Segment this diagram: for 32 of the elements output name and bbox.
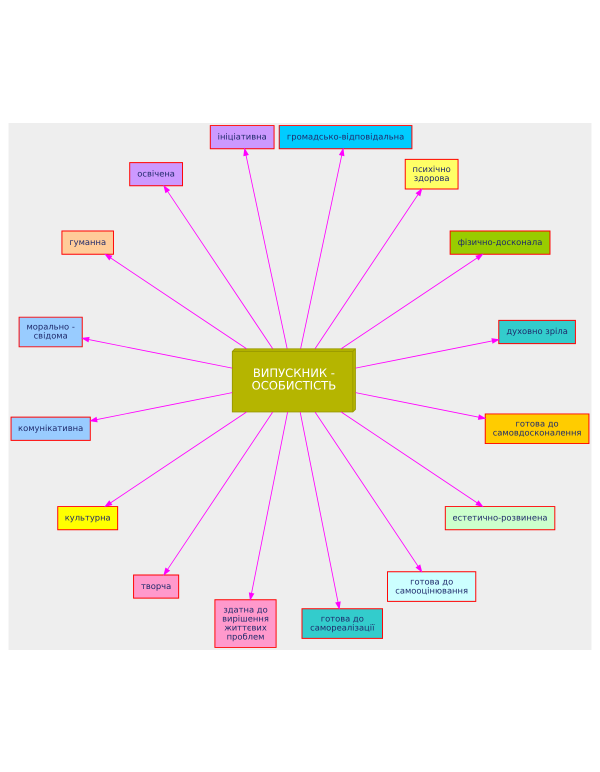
arrow: [104, 253, 247, 349]
node-box: морально - свідома: [18, 316, 83, 347]
node-box: психічно здорова: [404, 158, 459, 189]
node-box: освічена: [129, 162, 183, 186]
node-box: ініціативна: [210, 124, 275, 149]
node-box: готова до самооцінювання: [387, 570, 476, 602]
node-box: здатна до вирішення життєвих проблем: [214, 598, 277, 648]
node-box: естетично-розвинена: [444, 506, 556, 530]
arrow: [163, 411, 274, 576]
node-box: готова до самореалізації: [302, 608, 383, 638]
node-box: культурна: [57, 506, 118, 530]
arrow: [355, 392, 486, 420]
arrow: [314, 188, 422, 349]
arrow: [243, 147, 288, 348]
arrow: [314, 411, 422, 572]
node-box: готова до самовдосконалення: [484, 412, 590, 444]
arrow: [248, 411, 288, 600]
arrow: [340, 253, 484, 349]
arrow: [355, 338, 500, 368]
arrow: [300, 147, 344, 348]
node-box: гуманна: [61, 230, 114, 254]
node-box: комунікативна: [10, 416, 91, 440]
arrow: [300, 411, 341, 610]
node-box: духовно зріла: [498, 319, 576, 344]
arrow: [89, 392, 233, 422]
arrow: [81, 336, 233, 368]
arrow: [104, 411, 247, 507]
node-box: фізично-досконала: [450, 230, 550, 254]
arrow: [163, 184, 274, 349]
node-box: творча: [133, 574, 180, 598]
node-box: громадсько-відповідальна: [278, 124, 412, 149]
arrow: [340, 411, 484, 507]
